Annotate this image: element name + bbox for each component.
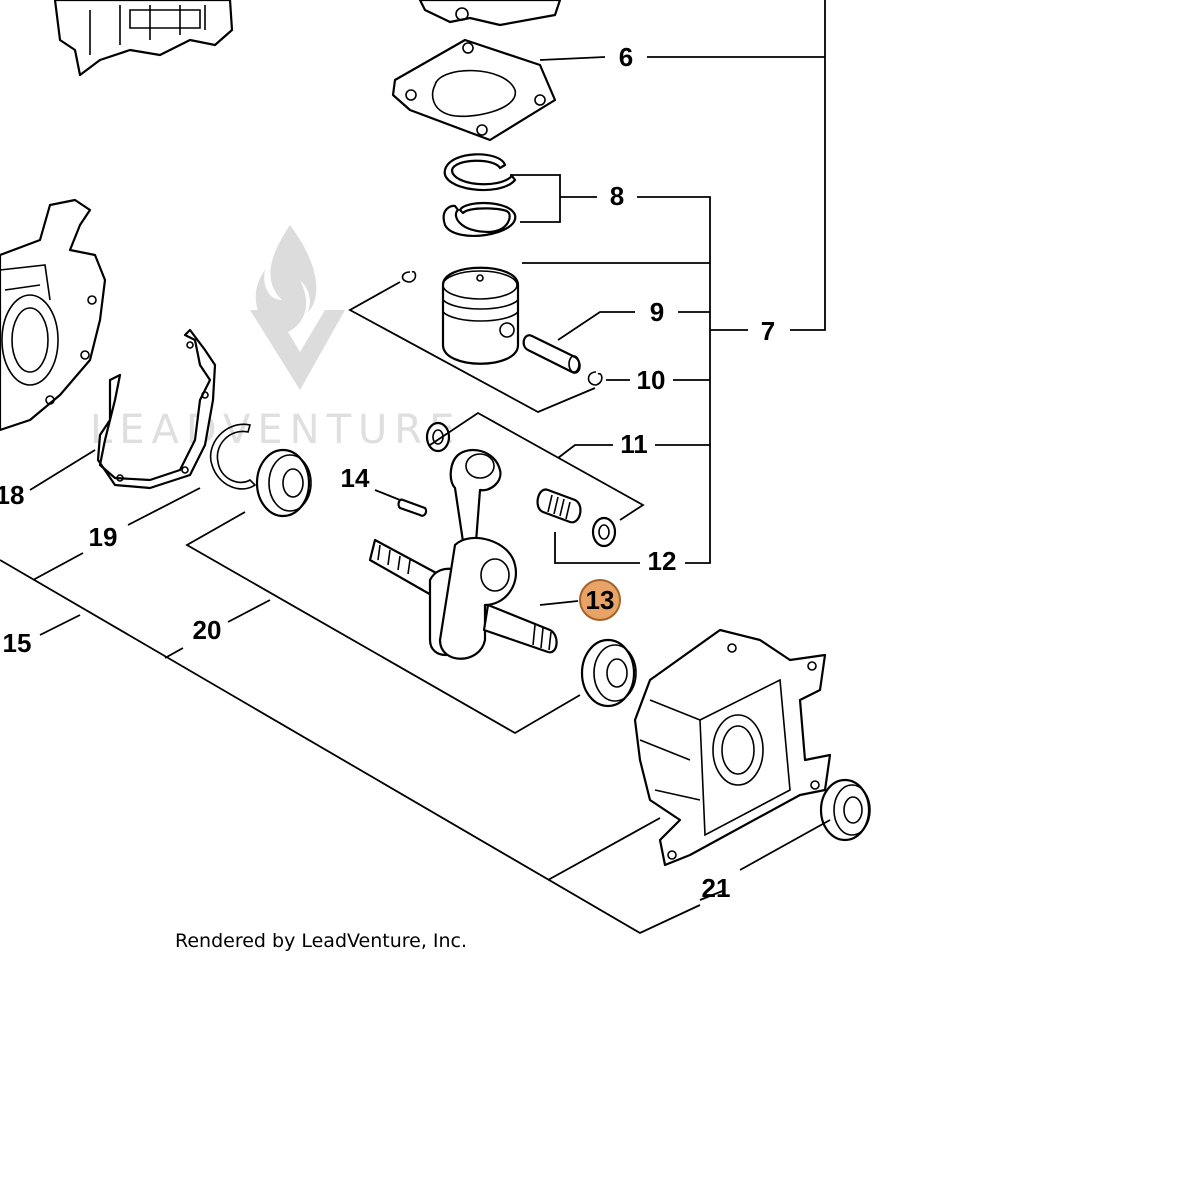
callout-9[interactable]: 9 [650,297,664,327]
piston-pin [522,334,581,374]
callout-13[interactable]: 13 [586,585,615,615]
cylinder-gasket [391,38,557,142]
leader-lines [0,0,831,935]
callout-10[interactable]: 10 [637,365,666,395]
piston-rings [442,153,517,237]
rod-washers [425,421,617,548]
render-credit: Rendered by LeadVenture, Inc. [175,930,467,952]
callout-19[interactable]: 19 [89,522,118,552]
callout-11[interactable]: 11 [620,429,648,459]
callout-7[interactable]: 7 [761,316,775,346]
main-bearing-right [580,638,637,708]
woodruff-key [397,498,428,517]
circlips [401,270,603,386]
callout-20[interactable]: 20 [193,615,222,645]
crankcase-gasket [96,328,217,490]
watermark: LEADVENTURE [90,225,461,453]
snap-ring [209,423,257,490]
callout-6[interactable]: 6 [619,42,633,72]
main-bearing-left [255,448,312,518]
crankcase-seal [819,778,871,842]
piston [441,266,520,365]
callout-21[interactable]: 21 [702,873,731,903]
cylinder-part [53,0,234,77]
callout-14[interactable]: 14 [341,463,370,493]
callout-labels: 6 7 8 9 10 11 12 13 14 15 18 19 20 21 [0,42,775,903]
flame-v-logo-icon [250,225,345,390]
callout-18[interactable]: 18 [0,480,24,510]
crankshaft-assembly [368,448,558,660]
cylinder-base-part [418,0,562,27]
callout-15[interactable]: 15 [3,628,32,658]
crankcase-right [633,628,832,867]
crankcase-left [0,198,107,432]
callout-12[interactable]: 12 [648,546,677,576]
watermark-text: LEADVENTURE [90,407,461,453]
callout-8[interactable]: 8 [610,181,624,211]
callout-13-highlight[interactable]: 13 [579,579,621,621]
